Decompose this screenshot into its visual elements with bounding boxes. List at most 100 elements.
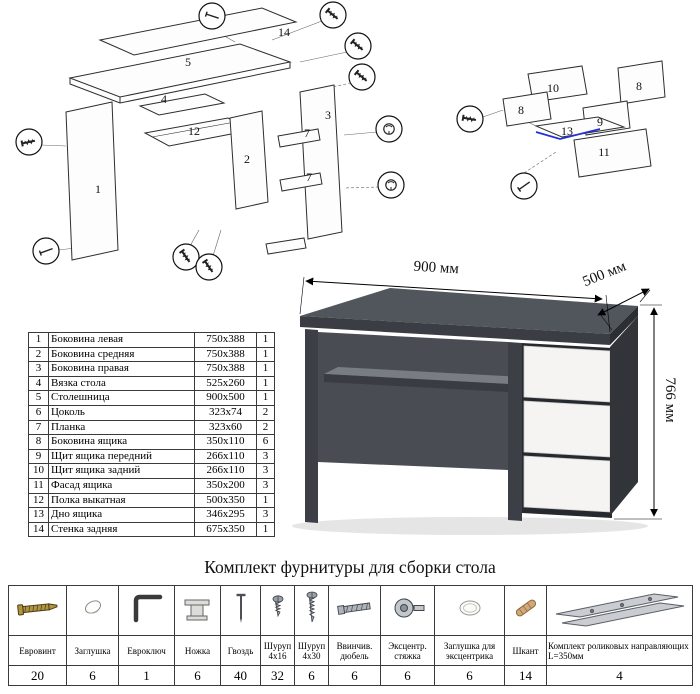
part-number-cell: 7 <box>28 419 49 436</box>
part-name-cell: Боковина правая <box>48 361 195 377</box>
keyboard-tray-front <box>324 374 508 392</box>
part-size-cell: 323x60 <box>194 419 257 436</box>
part-6-plinth <box>265 237 307 255</box>
part-number-cell: 12 <box>28 492 49 509</box>
width-dimension-label: 900 мм <box>413 259 460 278</box>
part-size-cell: 750x388 <box>194 332 257 348</box>
hardware-name-cell: Гвоздь <box>220 635 261 666</box>
desk-back-wall <box>318 332 508 470</box>
desk-right-side <box>610 316 638 516</box>
part-qty-cell: 1 <box>256 390 275 406</box>
part-label-7a: 7 <box>304 126 310 140</box>
hardware-qty-row: 20 6 1 6 40 32 6 6 6 6 14 4 <box>8 665 693 686</box>
screw-4x16-icon <box>272 595 283 618</box>
desk-middle-panel <box>508 342 522 521</box>
part-label-5: 5 <box>185 55 191 69</box>
part-label-11: 11 <box>598 145 610 159</box>
part-label-3: 3 <box>325 108 331 122</box>
hardware-name-cell: Шкант <box>504 635 547 666</box>
callout-screw-icon <box>172 243 200 271</box>
part-number-cell: 9 <box>28 448 49 465</box>
wood-dowel-icon <box>515 599 536 617</box>
part-number-cell: 14 <box>28 521 49 538</box>
part-size-cell: 675x350 <box>194 521 257 538</box>
desk-left-panel <box>305 329 318 523</box>
hardware-qty-cell: 32 <box>260 665 295 686</box>
part-name-cell: Цоколь <box>48 404 195 421</box>
slide-rail-highlight <box>535 128 601 140</box>
part-name-cell: Стенка задняя <box>48 521 195 538</box>
confirmat-screw-icon <box>16 603 58 616</box>
drawer-front-bottom[interactable] <box>523 455 611 513</box>
part-size-cell: 266x110 <box>194 463 257 479</box>
callout-nail-icon <box>510 172 538 200</box>
part-size-cell: 750x388 <box>194 361 257 377</box>
hardware-name-cell: Ввинчив. дюбель <box>328 635 381 666</box>
part-size-cell: 350x200 <box>194 477 257 494</box>
nail-icon <box>236 593 245 623</box>
part-size-cell: 750x388 <box>194 346 257 363</box>
hardware-callouts <box>15 1 405 281</box>
icon-cell <box>174 585 221 636</box>
hardware-qty-cell: 40 <box>220 665 261 686</box>
part-7-plank-bottom <box>279 172 323 192</box>
callout-cam-lock-icon <box>377 171 405 199</box>
hex-key-icon <box>133 594 162 623</box>
icon-cell <box>260 585 295 636</box>
part-size-cell: 525x260 <box>194 375 257 392</box>
part-3-right-side <box>299 84 343 240</box>
part-name-cell: Столешница <box>48 390 195 406</box>
part-number-cell: 11 <box>28 477 49 494</box>
callout-screw-icon <box>348 63 376 91</box>
part-1-left-side <box>65 101 119 261</box>
part-label-8a: 8 <box>518 103 524 117</box>
drawer-slides-icon <box>555 593 684 627</box>
part-name-cell: Щит ящика задний <box>48 463 195 479</box>
hardware-qty-cell: 20 <box>8 665 67 686</box>
part-number-cell: 10 <box>28 463 49 479</box>
hardware-qty-cell: 6 <box>380 665 435 686</box>
part-size-cell: 900x500 <box>194 390 257 406</box>
part-label-13: 13 <box>561 124 573 138</box>
part-name-cell: Боковина ящика <box>48 434 195 450</box>
cam-lock-icon <box>394 598 424 618</box>
part-8-drawer-side-left <box>502 91 552 127</box>
callout-screw-icon <box>456 105 484 133</box>
cap-icon <box>84 600 101 614</box>
part-qty-cell: 1 <box>256 332 275 348</box>
callout-cam-lock-icon <box>375 115 403 143</box>
hardware-qty-cell: 6 <box>174 665 221 686</box>
icon-cell <box>504 585 547 636</box>
hardware-name-cell: Заглушка для эксцентрика <box>434 635 505 666</box>
floor-shadow <box>292 517 648 535</box>
leg-icon <box>184 599 210 621</box>
part-name-cell: Планка <box>48 419 195 436</box>
part-label-12: 12 <box>188 124 200 138</box>
width-dimension-line <box>305 277 603 303</box>
icon-cell <box>8 585 67 636</box>
icon-cell <box>546 585 693 636</box>
part-label-2: 2 <box>244 152 250 166</box>
part-number-cell: 2 <box>28 346 49 363</box>
callout-nail-icon <box>198 2 226 30</box>
drawer-front-middle[interactable] <box>523 400 611 458</box>
part-name-cell: Полка выкатная <box>48 492 195 509</box>
part-label-14: 14 <box>278 25 290 39</box>
part-size-cell: 350x110 <box>194 434 257 450</box>
drawer-front-top[interactable] <box>523 345 611 403</box>
part-number-cell: 8 <box>28 434 49 450</box>
part-number-cell: 3 <box>28 361 49 377</box>
desk-render: 900 мм 500 мм 766 мм <box>292 258 678 535</box>
hardware-name-cell: Шуруп 4х16 <box>260 635 295 666</box>
part-name-cell: Щит ящика передний <box>48 448 195 465</box>
